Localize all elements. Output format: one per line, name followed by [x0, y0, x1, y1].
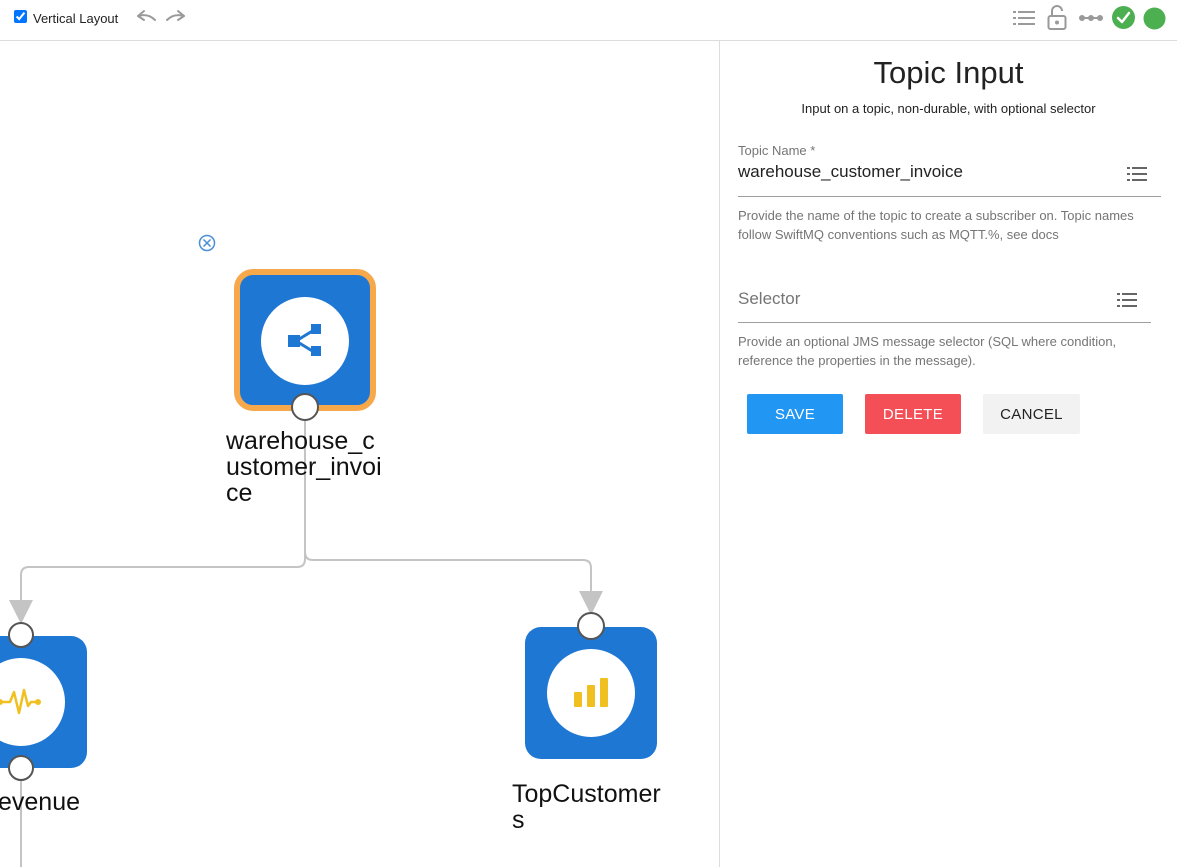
check-circle-icon[interactable] [1112, 6, 1135, 29]
input-port[interactable] [577, 612, 605, 640]
topic-name-underline [738, 196, 1161, 197]
panel-title: Topic Input [873, 55, 1024, 90]
selector-hint: Provide an optional JMS message selector… [738, 334, 1117, 368]
properties-panel: Topic Input Input on a topic, non-durabl… [720, 41, 1177, 867]
panel-divider [719, 41, 720, 867]
delete-button[interactable]: DELETE [865, 394, 961, 434]
node-warehouse-customer-invoice[interactable] [234, 269, 376, 411]
redo-icon[interactable] [164, 8, 188, 26]
selector-underline [738, 322, 1151, 323]
node-label-warehouse-customer-invoice: warehouse_customer_invoice [226, 427, 382, 507]
close-circle-icon[interactable] [198, 234, 216, 252]
status-dot-icon [1143, 7, 1166, 30]
selector-field[interactable] [738, 286, 1098, 312]
vertical-layout-checkbox[interactable] [14, 10, 27, 23]
panel-subtitle: Input on a topic, non-durable, with opti… [801, 101, 1096, 116]
list-icon[interactable] [1117, 293, 1137, 307]
input-port[interactable] [8, 622, 34, 648]
node-topcustomers[interactable] [525, 627, 657, 759]
cancel-button[interactable]: CANCEL [983, 394, 1080, 434]
topic-name-hint: Provide the name of the topic to create … [738, 208, 1134, 242]
node-revenue[interactable] [0, 636, 87, 768]
topic-name-label: Topic Name * [738, 143, 816, 158]
node-label-topcustomers: TopCustomers [512, 780, 661, 834]
flow-canvas[interactable]: warehouse_customer_invoice evenue TopCus… [0, 41, 719, 867]
topic-name-field[interactable] [738, 159, 1118, 185]
output-port[interactable] [8, 755, 34, 781]
arrow-head-revenue [9, 600, 33, 624]
output-port[interactable] [291, 393, 319, 421]
connector-icon[interactable] [1079, 12, 1103, 24]
undo-icon[interactable] [134, 8, 158, 26]
bar-chart-icon [574, 678, 608, 707]
connector-lines [20, 420, 592, 867]
list-icon[interactable] [1013, 10, 1035, 26]
pulse-icon [0, 688, 41, 715]
toolbar: Vertical Layout [0, 0, 1177, 41]
lock-open-icon[interactable] [1047, 5, 1067, 31]
vertical-layout-label: Vertical Layout [33, 11, 119, 26]
node-label-revenue: evenue [0, 788, 81, 816]
save-button[interactable]: SAVE [747, 394, 843, 434]
flow-graph [0, 234, 657, 867]
arrow-head-topcustomers [579, 591, 603, 615]
list-icon[interactable] [1127, 167, 1147, 181]
share-icon [288, 324, 321, 356]
